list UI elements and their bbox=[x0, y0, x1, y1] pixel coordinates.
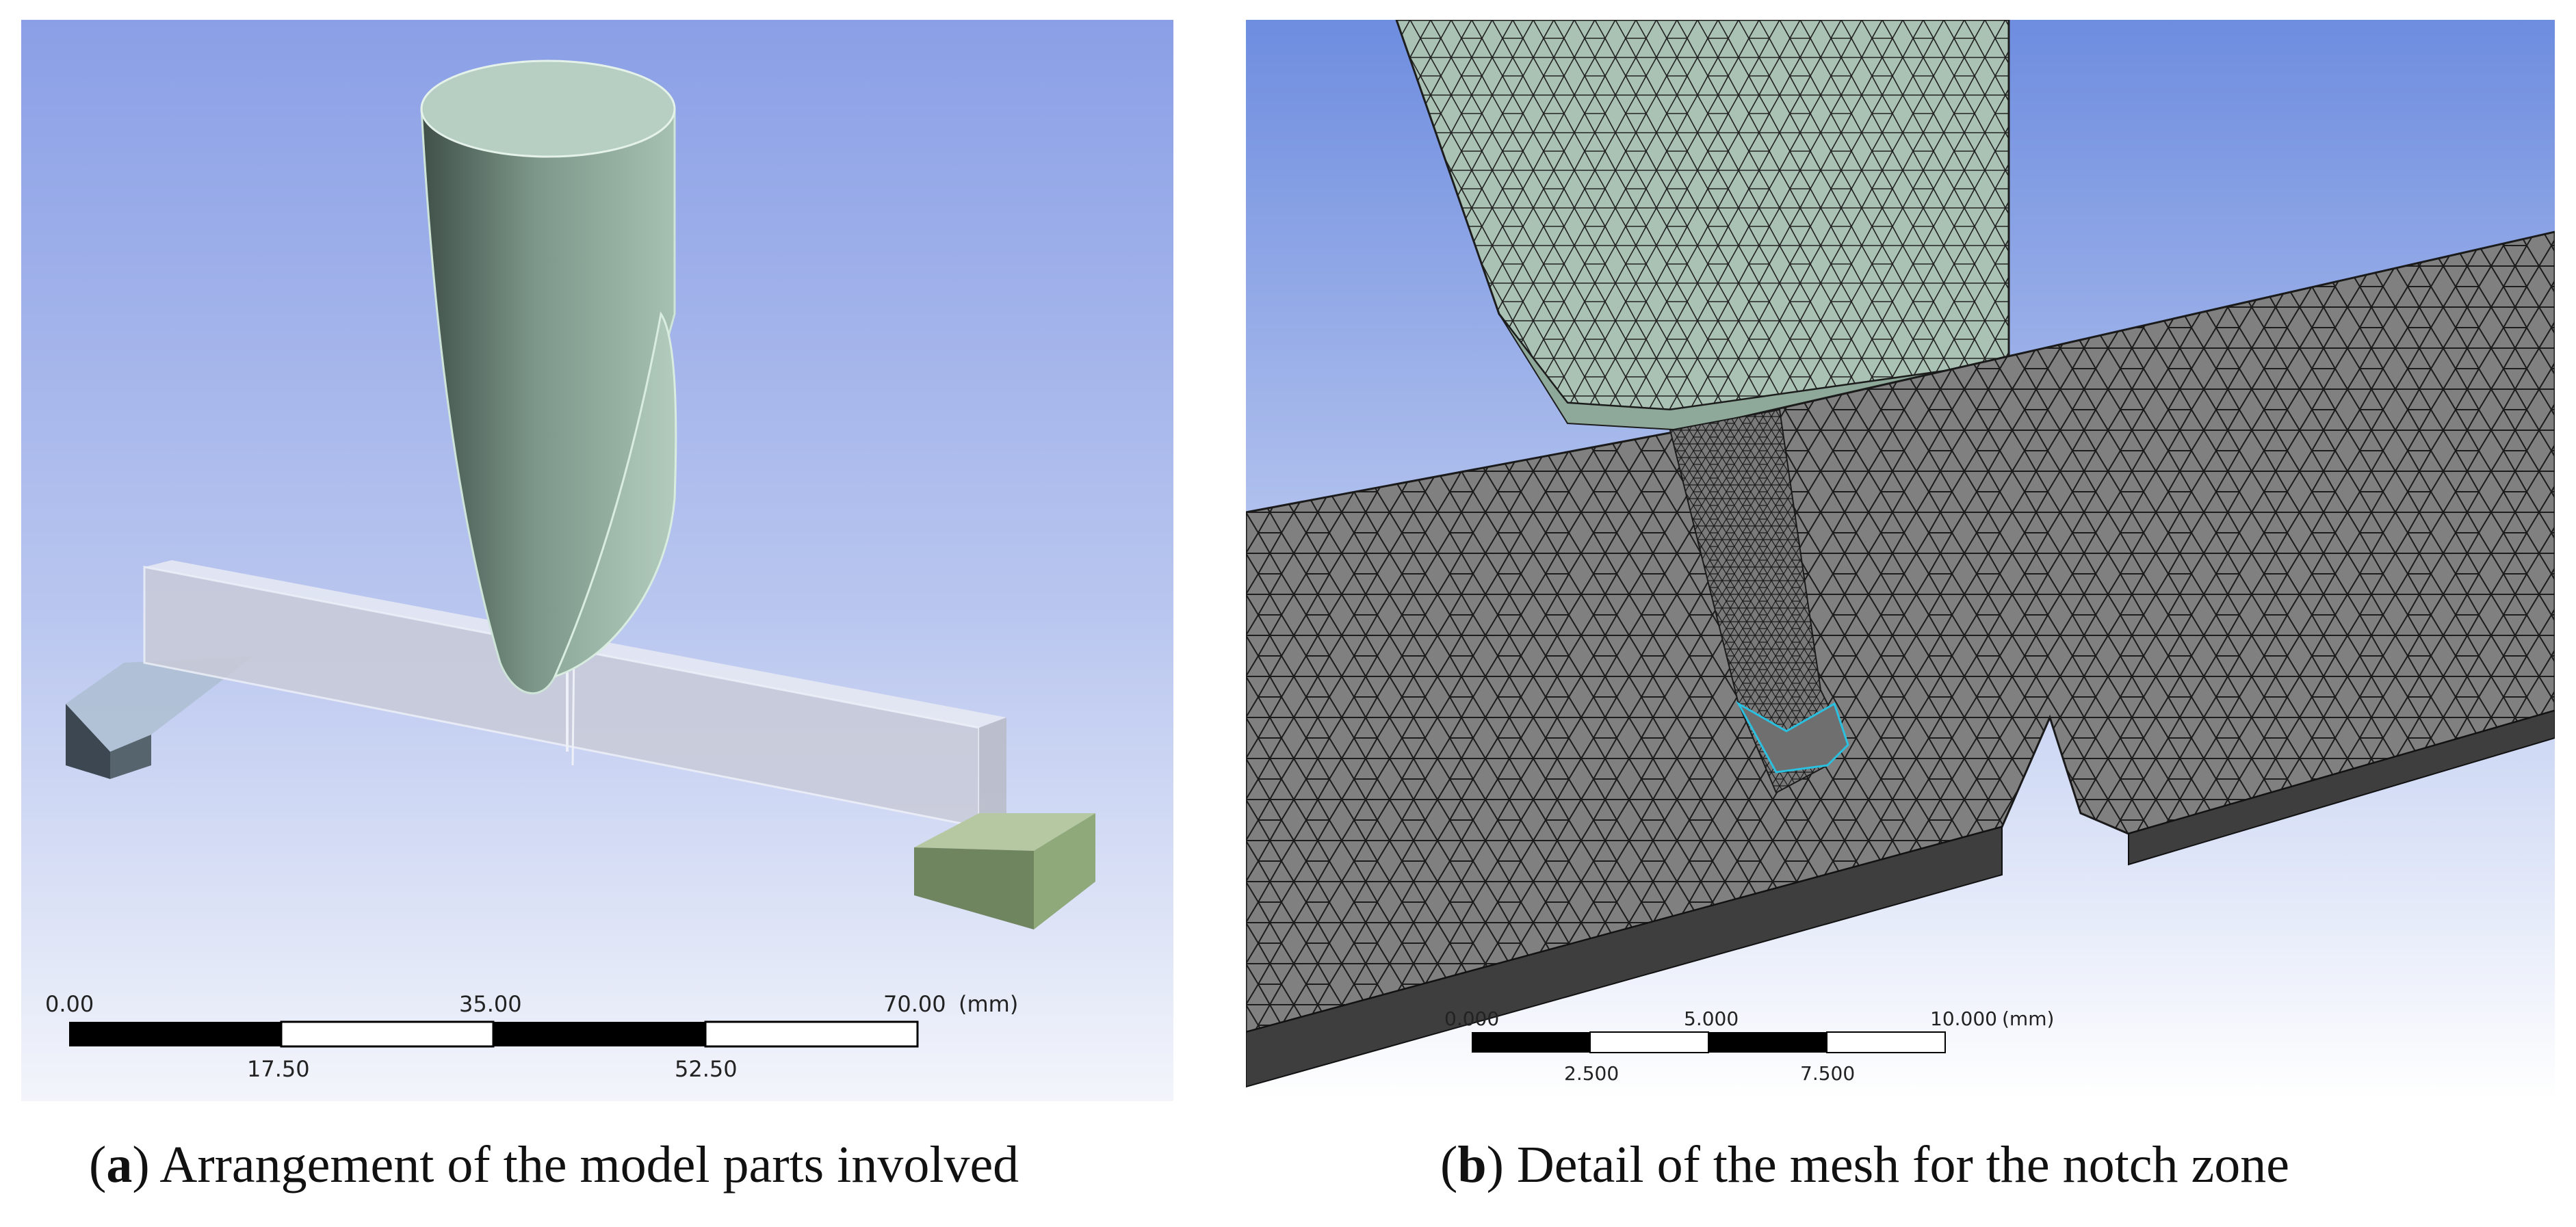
caption-a: (a) Arrangement of the model parts invol… bbox=[89, 1136, 1019, 1193]
scale-label-7-5: 7.500 bbox=[1800, 1062, 1855, 1085]
model-parts-scene: 0.00 35.00 70.00 (mm) 17.50 52.50 bbox=[21, 20, 1173, 1101]
scale-label-0: 0.000 bbox=[1444, 1007, 1499, 1030]
striker bbox=[420, 60, 677, 695]
left-support bbox=[66, 656, 254, 779]
scale-label-70: 70.00 bbox=[883, 991, 946, 1017]
caption-b: (b) Detail of the mesh for the notch zon… bbox=[1440, 1136, 2289, 1193]
scale-label-0: 0.00 bbox=[45, 991, 94, 1017]
scale-unit: (mm) bbox=[2002, 1007, 2054, 1030]
scale-label-35: 35.00 bbox=[459, 991, 522, 1017]
scale-bar: 0.000 5.000 10.000 (mm) 2.500 7.500 bbox=[1444, 1007, 2054, 1085]
scale-label-17-5: 17.50 bbox=[247, 1056, 310, 1082]
scale-label-10: 10.000 bbox=[1930, 1007, 1997, 1030]
mesh-detail-viewport[interactable]: 0.000 5.000 10.000 (mm) 2.500 7.500 bbox=[1246, 20, 2555, 1101]
specimen-mesh bbox=[1246, 230, 2555, 1088]
scale-bar: 0.00 35.00 70.00 (mm) 17.50 52.50 bbox=[45, 991, 1018, 1082]
scale-label-52-5: 52.50 bbox=[675, 1056, 738, 1082]
model-parts-viewport[interactable]: 0.00 35.00 70.00 (mm) 17.50 52.50 bbox=[21, 20, 1173, 1101]
right-support bbox=[914, 813, 1095, 929]
scale-label-5: 5.000 bbox=[1684, 1007, 1739, 1030]
mesh-detail-scene: 0.000 5.000 10.000 (mm) 2.500 7.500 bbox=[1246, 20, 2555, 1101]
scale-unit: (mm) bbox=[959, 991, 1018, 1017]
scale-label-2-5: 2.500 bbox=[1564, 1062, 1619, 1085]
